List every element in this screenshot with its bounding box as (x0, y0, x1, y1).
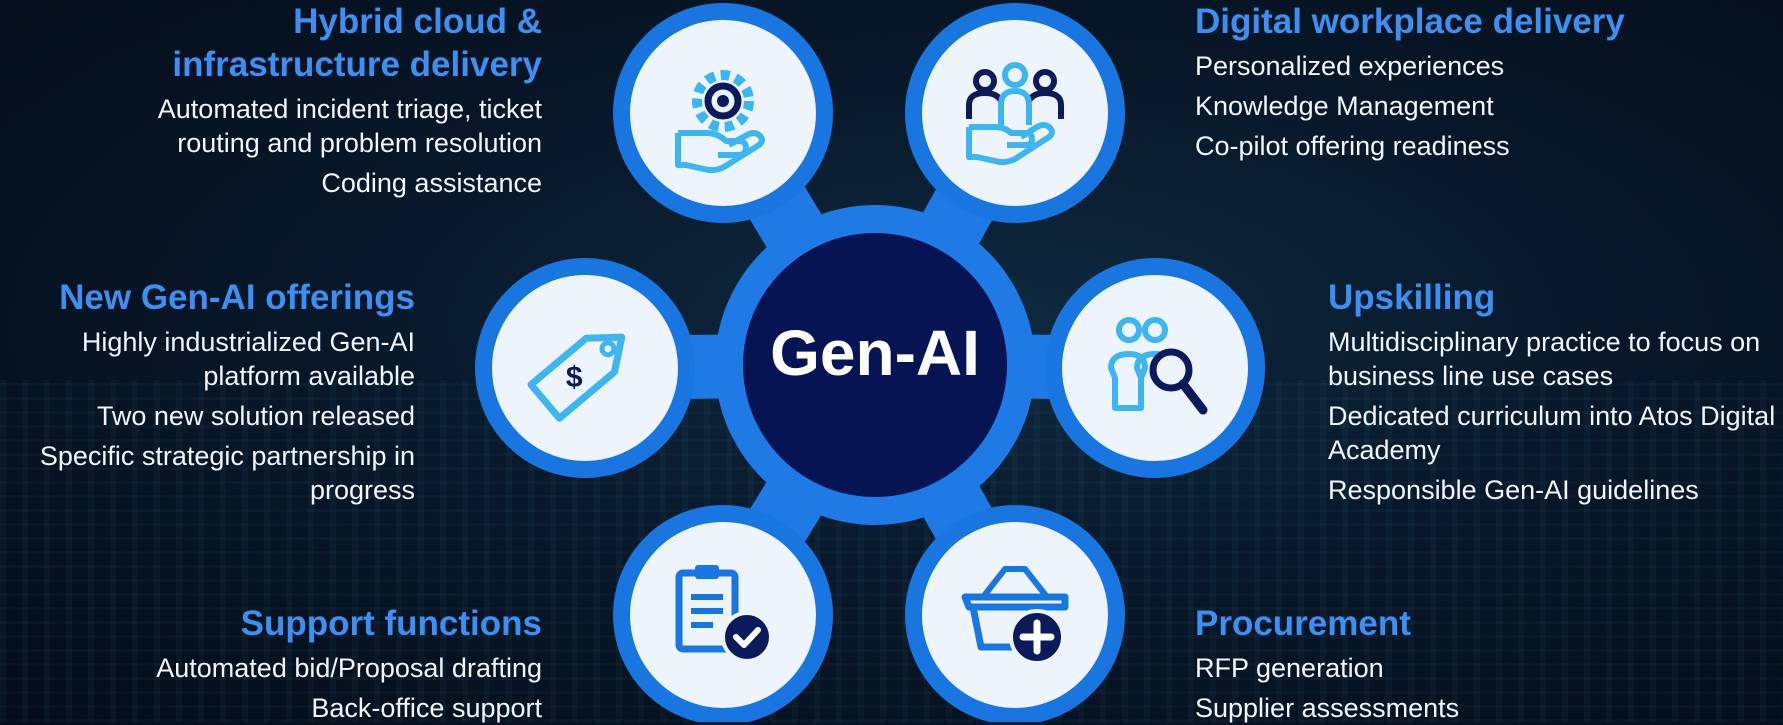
list-item: Personalized experiences (1195, 51, 1505, 81)
list-item: Dedicated curriculum into Atos Digital A… (1328, 401, 1776, 465)
list-item: Specific strategic partnership in progre… (39, 441, 415, 505)
list-item: Automated incident triage, ticket routin… (157, 94, 542, 158)
svg-text:$: $ (566, 361, 583, 394)
list-item: Coding assistance (321, 168, 542, 198)
node-procurement (905, 505, 1125, 722)
node-offerings (475, 258, 695, 478)
section-title: New Gen-AI offerings (59, 278, 415, 317)
list-item: RFP generation (1195, 653, 1384, 683)
section-offerings: New Gen-AI offerings Highly industrializ… (5, 276, 415, 507)
list-item: Supplier assessments (1195, 693, 1460, 723)
node-digital (905, 3, 1125, 223)
section-hybrid: Hybrid cloud & infrastructure delivery A… (0, 0, 542, 200)
list-item: Back-office support (311, 693, 542, 723)
price-tag-icon: $ (527, 333, 626, 422)
hub-label: Gen-AI (770, 317, 980, 389)
gear-hand-icon (675, 70, 765, 174)
list-item: Knowledge Management (1195, 91, 1494, 121)
list-item: Responsible Gen-AI guidelines (1328, 475, 1699, 505)
section-procurement: Procurement RFP generation Supplier asse… (1195, 602, 1675, 725)
people-search-icon (1108, 317, 1208, 415)
section-upskilling: Upskilling Multidisciplinary practice to… (1328, 276, 1778, 507)
list-item: Two new solution released (96, 401, 415, 431)
section-title: Hybrid cloud & infrastructure delivery (172, 2, 542, 84)
team-hand-icon (966, 62, 1064, 166)
section-title: Digital workplace delivery (1195, 2, 1625, 41)
section-support: Support functions Automated bid/Proposal… (62, 602, 542, 725)
list-item: Multidisciplinary practice to focus on b… (1328, 327, 1761, 391)
list-item: Highly industrialized Gen-AI platform av… (81, 327, 415, 391)
section-title: Upskilling (1328, 278, 1496, 317)
section-digital: Digital workplace delivery Personalized … (1195, 0, 1755, 163)
basket-add-icon (961, 566, 1069, 665)
section-title: Support functions (240, 604, 542, 643)
list-item: Co-pilot offering readiness (1195, 131, 1510, 161)
clipboard-check-icon (675, 565, 773, 663)
hub-center (743, 233, 1007, 497)
list-item: Automated bid/Proposal drafting (156, 653, 542, 683)
section-title: Procurement (1195, 604, 1411, 643)
